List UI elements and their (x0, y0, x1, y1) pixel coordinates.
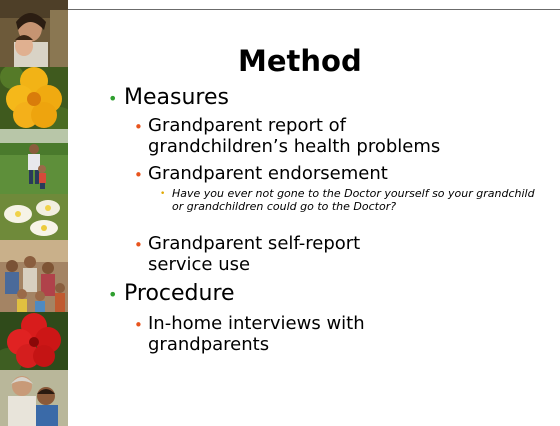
sub-bullet-marker: • (134, 236, 143, 254)
sub-bullet-service-use: • Grandparent self-report service use (134, 233, 424, 275)
sub-bullet-interviews: • In-home interviews with grandparents (134, 313, 404, 355)
grandmother-and-grandson-photo (0, 370, 68, 426)
family-group-photo (0, 240, 68, 312)
sub-bullet-text: Grandparent endorsement (148, 163, 388, 184)
man-and-child-on-lawn-photo (0, 129, 68, 194)
sub-bullet-marker: • (134, 118, 143, 136)
sub-bullet-text: In-home interviews with grandparents (148, 313, 365, 355)
sub-bullet-marker: • (134, 316, 143, 334)
sub-bullet-marker: • (134, 166, 143, 184)
sub-bullet-text: Grandparent report of grandchildren’s he… (148, 115, 441, 157)
red-hibiscus-flower-photo (0, 312, 68, 370)
endorsement-question: • Have you ever not gone to the Doctor y… (160, 187, 540, 213)
bullet-marker: • (108, 89, 118, 108)
bullet-text: Procedure (124, 281, 235, 306)
slide-title: Method (238, 44, 362, 78)
photo-strip (0, 0, 68, 426)
sub-bullet-endorsement: • Grandparent endorsement (134, 163, 464, 184)
question-text: Have you ever not gone to the Doctor you… (172, 187, 535, 213)
white-plumeria-flowers-photo (0, 194, 68, 240)
sub-bullet-text: Grandparent self-report service use (148, 233, 361, 275)
grandmother-and-child-photo (0, 0, 68, 67)
bullet-marker: • (108, 285, 118, 304)
top-divider (0, 9, 560, 10)
bullet-text: Measures (124, 85, 229, 110)
yellow-hibiscus-flower-photo (0, 67, 68, 129)
sub-sub-bullet-marker: • (160, 189, 166, 199)
sub-bullet-health-problems: • Grandparent report of grandchildren’s … (134, 115, 464, 157)
